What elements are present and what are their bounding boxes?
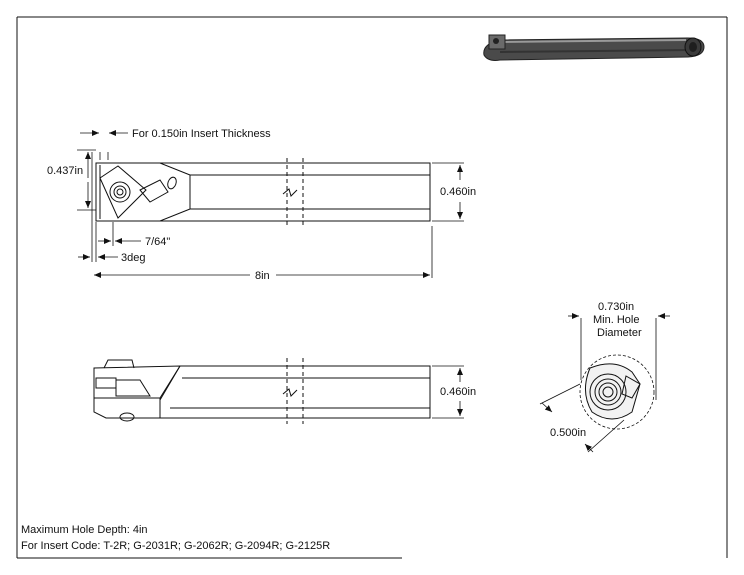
overall-length-label: 8in [255,270,270,282]
shank-height-top-label: 0.460in [440,186,476,198]
min-hole-label-2: Min. Hole [593,314,639,326]
sheet-border [16,16,728,559]
min-hole-label-1: 0.730in [598,301,634,313]
top-view [77,149,464,278]
end-view [539,318,657,453]
insert-codes-note: For Insert Code: T-2R; G-2031R; G-2062R;… [21,540,331,552]
max-hole-depth-note: Maximum Hole Depth: 4in [21,524,148,536]
tip-height-label: 0.437in [47,165,83,177]
min-hole-label-3: Diameter [597,327,642,339]
angle-label: 3deg [121,252,145,264]
inner-offset-label: 7/64" [145,236,170,248]
shank-height-side-label: 0.460in [440,386,476,398]
end-view-dimensions [541,313,670,453]
boring-bar-render [483,34,705,61]
insert-thickness-label: For 0.150in Insert Thickness [132,128,271,140]
top-view-dimensions [78,130,463,278]
side-view [93,358,464,424]
shank-diameter-label: 0.500in [550,427,586,439]
